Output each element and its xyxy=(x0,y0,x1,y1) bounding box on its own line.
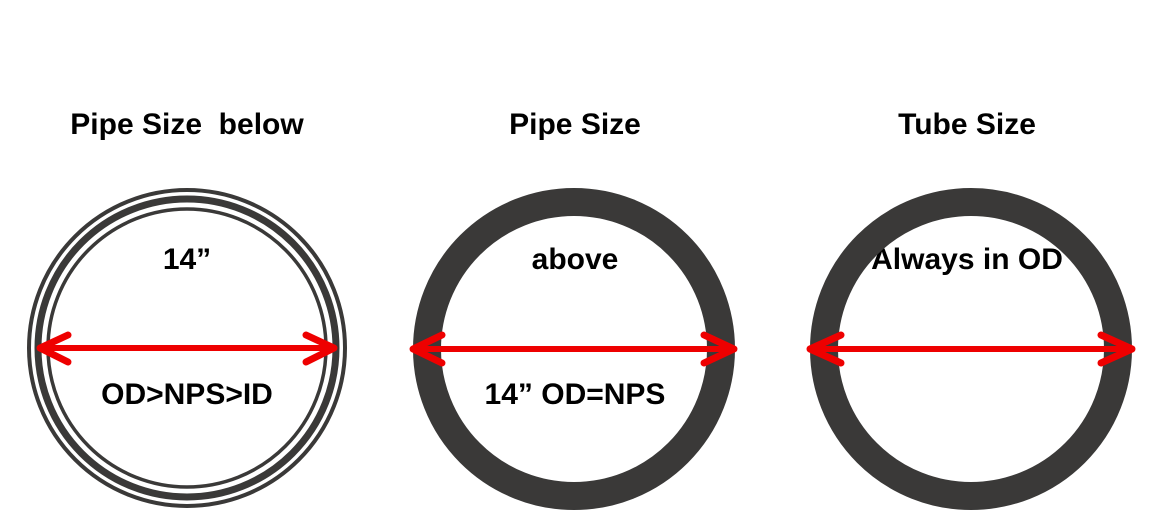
caption-line: OD>NPS>ID xyxy=(101,378,273,411)
diameter-arrow-icon xyxy=(409,331,738,367)
diameter-arrow-icon xyxy=(806,331,1136,367)
caption-line: 14” OD=NPS xyxy=(484,378,666,411)
caption-line: above xyxy=(531,243,619,276)
diameter-arrow-icon xyxy=(36,331,338,366)
caption-line: Pipe Size xyxy=(509,108,641,141)
pipe-above-14-caption: Pipe Size above 14” OD=NPS xyxy=(388,12,762,462)
caption-line: 14” xyxy=(162,243,212,276)
pipe-below-14-caption: Pipe Size below 14” OD>NPS>ID xyxy=(0,12,374,462)
tube-caption: Tube Size Always in OD xyxy=(780,12,1154,327)
caption-line: Pipe Size below xyxy=(70,108,304,141)
caption-line: Always in OD xyxy=(871,243,1063,276)
caption-line: Tube Size xyxy=(898,108,1036,141)
